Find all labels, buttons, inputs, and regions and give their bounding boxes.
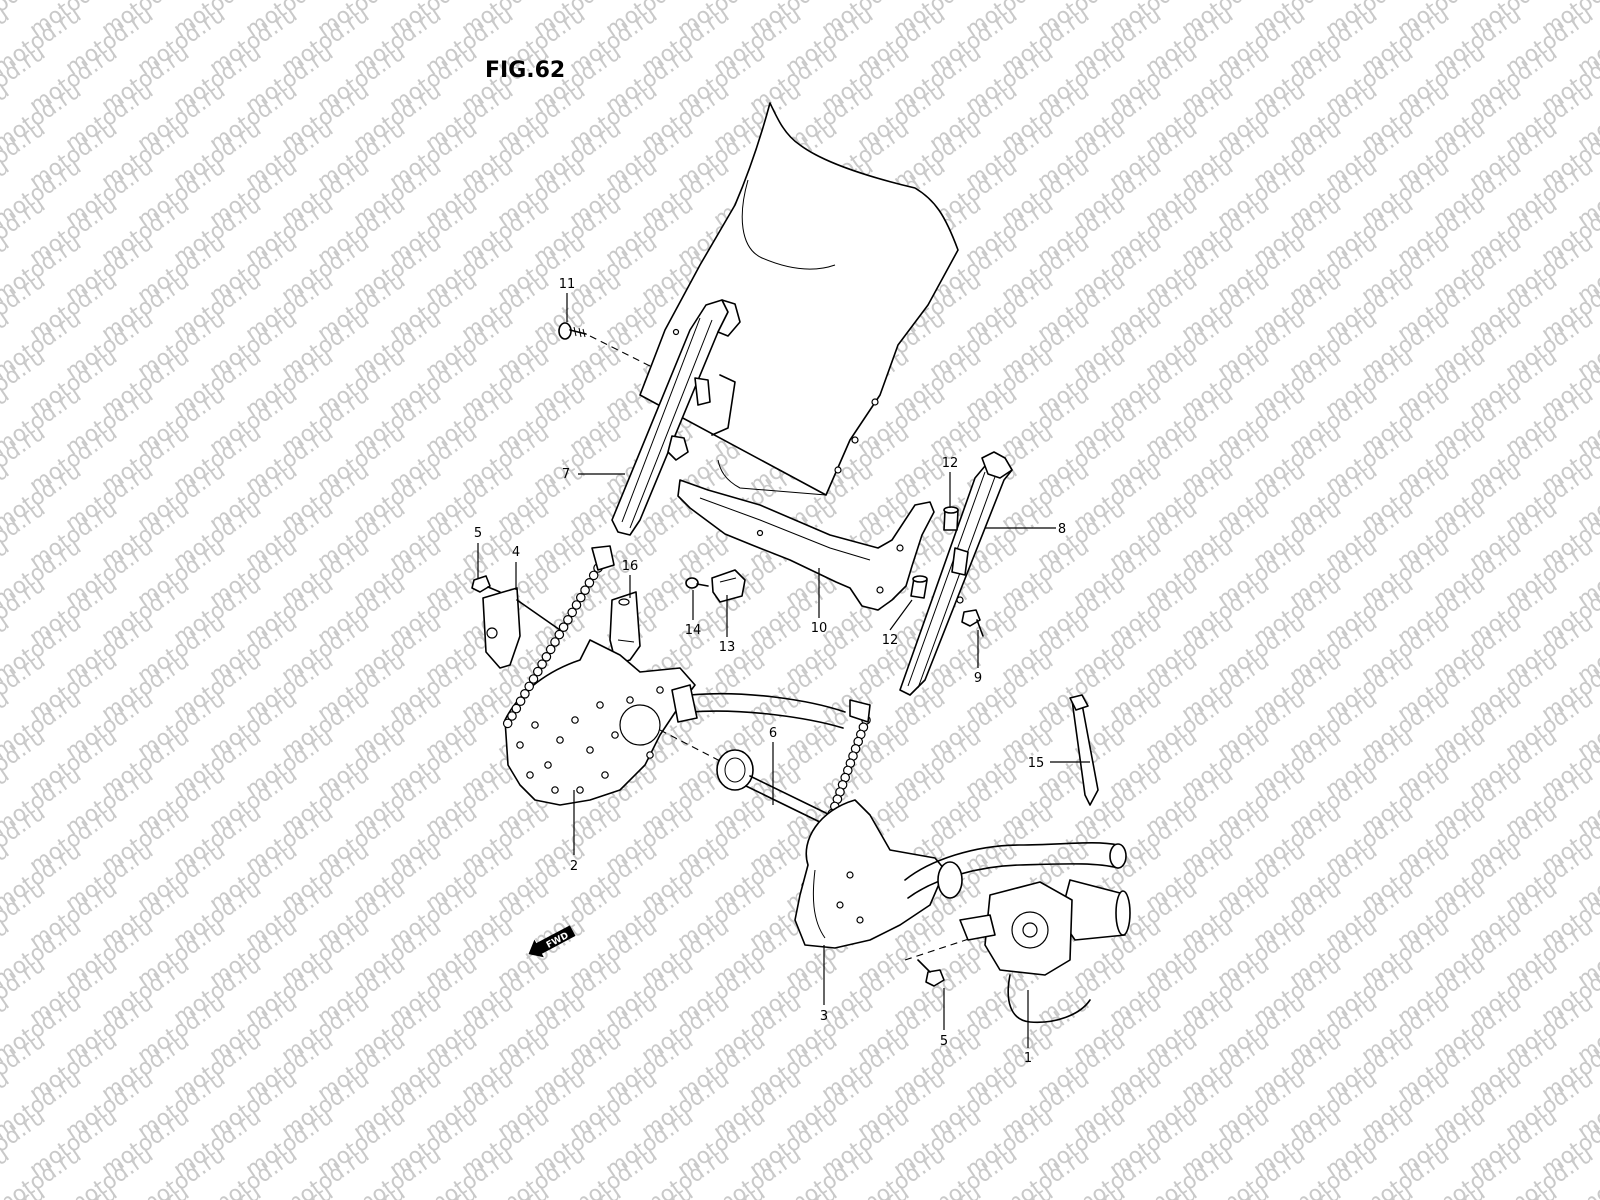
chain-bead [545,644,556,655]
chain-bead [575,592,586,603]
screw-part-11 [558,322,651,367]
plate-hole [526,771,534,779]
plate-hole [544,761,552,769]
chain-bead [550,637,560,647]
window-motor-part-1 [959,879,1131,1024]
chain-bead [571,600,582,610]
drive-shaft-part-6 [716,749,831,827]
callout-5-lower: 5 [940,1034,948,1049]
watermark-text: motod.ru [1573,0,1600,5]
bolt-part-5-upper [471,575,501,593]
plate-hole [551,786,559,794]
callout-5-upper: 5 [474,526,482,541]
chain-bead [588,570,599,581]
screw-part-14 [685,577,709,589]
collar-part-12-upper [943,506,959,531]
plate-hole [601,771,609,779]
plate-hole [571,716,579,724]
callout-12-upper: 12 [942,456,959,471]
plate-hole [611,731,619,739]
chain-bead [563,614,573,625]
bolt-part-9 [961,609,984,637]
callout-16: 16 [622,559,639,574]
clip-part-13 [711,569,746,603]
bead-chain-left [502,563,603,729]
figure-title: FIG.62 [485,58,566,83]
chain-bead [567,607,577,618]
callout-7: 7 [562,467,570,482]
callout-6: 6 [769,726,777,741]
callout-13: 13 [719,640,736,655]
gear-plate-right-part-3 [794,799,946,949]
plate-hole [626,696,634,704]
chain-bead [507,711,517,721]
plate-hole [656,686,664,694]
callout-numbers: 1 2 3 4 5 5 6 7 8 9 10 11 12 12 13 14 15… [474,277,1066,1066]
chain-bead [554,629,565,640]
callout-11: 11 [559,277,576,292]
chain-bead [584,577,595,588]
plate-hole [556,736,564,744]
plate-hole [586,746,594,754]
plate-hole [516,741,524,749]
callout-9: 9 [974,671,982,686]
callout-10: 10 [811,621,828,636]
chain-bead [511,703,522,714]
chain-bead [541,651,552,662]
cable-tube-lower [904,841,1127,899]
bracket-part-16 [609,591,641,665]
chain-bead [515,696,526,706]
callout-2: 2 [570,859,578,874]
callout-3: 3 [820,1009,828,1024]
chain-bead [502,718,513,729]
chain-bead [532,666,543,677]
slide-rail-left-part-7 [611,299,741,536]
plate-hole [596,701,604,709]
cable-tube-upper [671,684,846,729]
callout-8: 8 [1058,522,1066,537]
chain-end-tab-upper [591,545,615,571]
plate-hole [646,751,654,759]
chain-bead [580,585,590,595]
plate-hole [576,786,584,794]
callout-14: 14 [685,623,702,638]
callout-12-lower: 12 [882,633,899,648]
chain-bead [520,688,530,699]
slide-rail-right-part-8 [899,451,1013,696]
chain-end-tab-middle [849,699,871,723]
chain-bead [558,622,569,632]
chain-bead [524,681,534,692]
plate-hole [531,721,539,729]
windshield-bracket-part-10 [677,479,935,611]
collar-part-12-lower [910,575,928,599]
callout-4: 4 [512,545,520,560]
callout-leaders [477,293,1090,1048]
wire-tie-part-15 [1069,694,1099,806]
bracket-part-4 [482,587,561,669]
chain-bead [537,659,547,669]
callout-1: 1 [1024,1051,1032,1066]
chain-bead [528,674,539,684]
callout-15: 15 [1028,756,1045,771]
windshield-part [639,102,959,496]
